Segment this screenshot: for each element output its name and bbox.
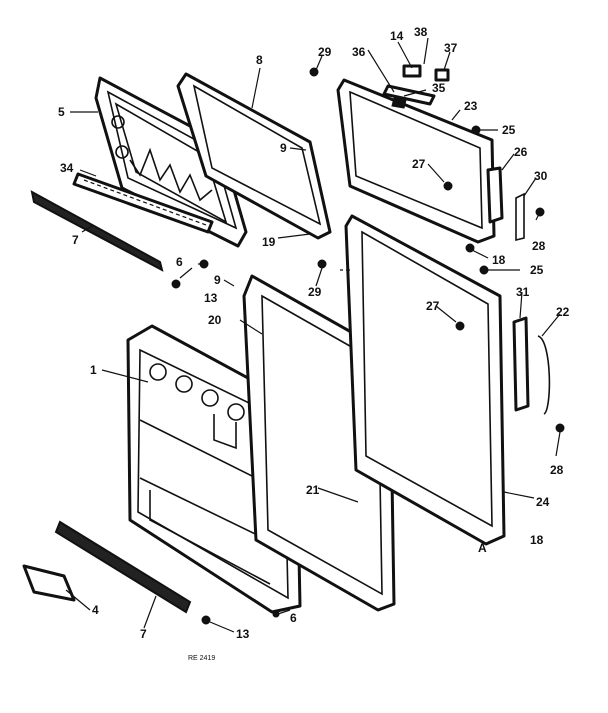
label-13-upper: 13 bbox=[204, 291, 218, 305]
label-4: 4 bbox=[92, 603, 99, 617]
label-8: 8 bbox=[256, 53, 263, 67]
label-6-upper: 6 bbox=[176, 255, 183, 269]
label-36: 36 bbox=[352, 45, 366, 59]
freezer-handle bbox=[486, 166, 525, 242]
label-7-lower: 7 bbox=[140, 627, 147, 641]
footer-code: RE 2419 bbox=[188, 655, 215, 662]
label-30: 30 bbox=[534, 169, 548, 183]
fresh-food-handle bbox=[512, 316, 551, 415]
label-37: 37 bbox=[444, 41, 458, 55]
upper-handle-trim bbox=[30, 190, 164, 272]
label-27-lower: 27 bbox=[426, 299, 440, 313]
label-18-lower: 18 bbox=[530, 533, 544, 547]
label-7-upper: 7 bbox=[72, 233, 79, 247]
freezer-outer-door-panel bbox=[336, 78, 496, 244]
label-29-lower: 29 bbox=[308, 285, 322, 299]
fresh-food-outer-door-panel bbox=[340, 214, 506, 546]
label-23: 23 bbox=[464, 99, 478, 113]
freezer-door-gasket bbox=[176, 72, 332, 240]
label-13-lower: 13 bbox=[236, 627, 250, 641]
hinge-cover bbox=[22, 564, 76, 602]
label-31: 31 bbox=[516, 285, 530, 299]
part-labels: 5 8 34 7 9 19 6 13 29 36 14 38 37 35 23 … bbox=[58, 25, 570, 662]
label-A: A bbox=[478, 541, 487, 555]
label-25-lower: 25 bbox=[530, 263, 544, 277]
label-5: 5 bbox=[58, 105, 65, 119]
label-27-upper: 27 bbox=[412, 157, 426, 171]
label-22: 22 bbox=[556, 305, 570, 319]
label-18-upper: 18 bbox=[492, 253, 506, 267]
label-29-upper: 29 bbox=[318, 45, 332, 59]
label-35: 35 bbox=[432, 81, 446, 95]
label-28-upper: 28 bbox=[532, 239, 546, 253]
label-38: 38 bbox=[414, 25, 428, 39]
label-24: 24 bbox=[536, 495, 550, 509]
label-21: 21 bbox=[306, 483, 320, 497]
lower-handle-trim bbox=[54, 520, 192, 614]
label-19: 19 bbox=[262, 235, 276, 249]
label-14: 14 bbox=[390, 29, 404, 43]
label-9-upper: 9 bbox=[280, 141, 287, 155]
label-25-upper: 25 bbox=[502, 123, 516, 137]
label-20: 20 bbox=[208, 313, 222, 327]
label-34: 34 bbox=[60, 161, 74, 175]
label-1: 1 bbox=[90, 363, 97, 377]
label-28-lower: 28 bbox=[550, 463, 564, 477]
label-9-lower: 9 bbox=[214, 273, 221, 287]
freezer-trim-strip bbox=[72, 172, 214, 234]
label-6-lower: 6 bbox=[290, 611, 297, 625]
top-hinge-assembly bbox=[382, 64, 450, 109]
leader-lines bbox=[65, 37, 561, 633]
label-26: 26 bbox=[514, 145, 528, 159]
